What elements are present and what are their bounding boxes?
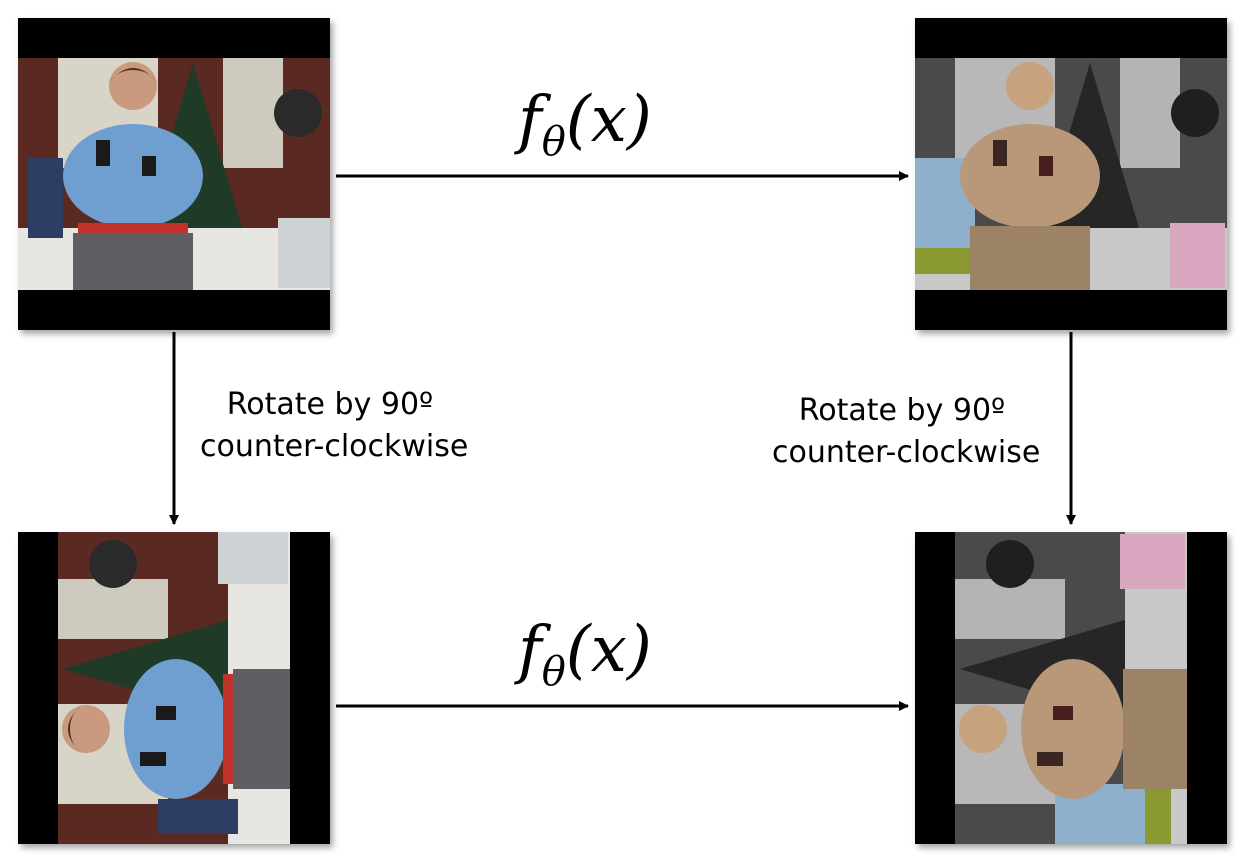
rotated-segmented-image-panel (915, 532, 1227, 844)
bottom-function-subscript: θ (541, 649, 566, 695)
rotated-segmented-photo (955, 532, 1187, 844)
bottom-function-symbol: f (518, 613, 542, 687)
rotated-image-panel (18, 532, 330, 844)
top-function-symbol: f (518, 83, 542, 157)
segmented-image-panel (915, 18, 1227, 330)
right-rotation-line1: Rotate by 90º (798, 393, 1006, 428)
top-function-label: fθ(x) (518, 88, 652, 162)
left-rotation-label: Rotate by 90º counter-clockwise (200, 384, 469, 468)
right-rotation-line2: counter-clockwise (772, 435, 1041, 470)
top-function-argument: (x) (565, 83, 652, 157)
right-rotation-label: Rotate by 90º counter-clockwise (772, 390, 1041, 474)
rotated-photo (58, 532, 290, 844)
top-function-subscript: θ (541, 119, 566, 165)
left-rotation-line1: Rotate by 90º (226, 387, 434, 422)
bottom-function-label: fθ(x) (518, 618, 652, 692)
bottom-function-argument: (x) (565, 613, 652, 687)
original-image-panel (18, 18, 330, 330)
left-rotation-line2: counter-clockwise (200, 429, 469, 464)
segmented-photo (915, 58, 1227, 290)
original-photo (18, 58, 330, 290)
